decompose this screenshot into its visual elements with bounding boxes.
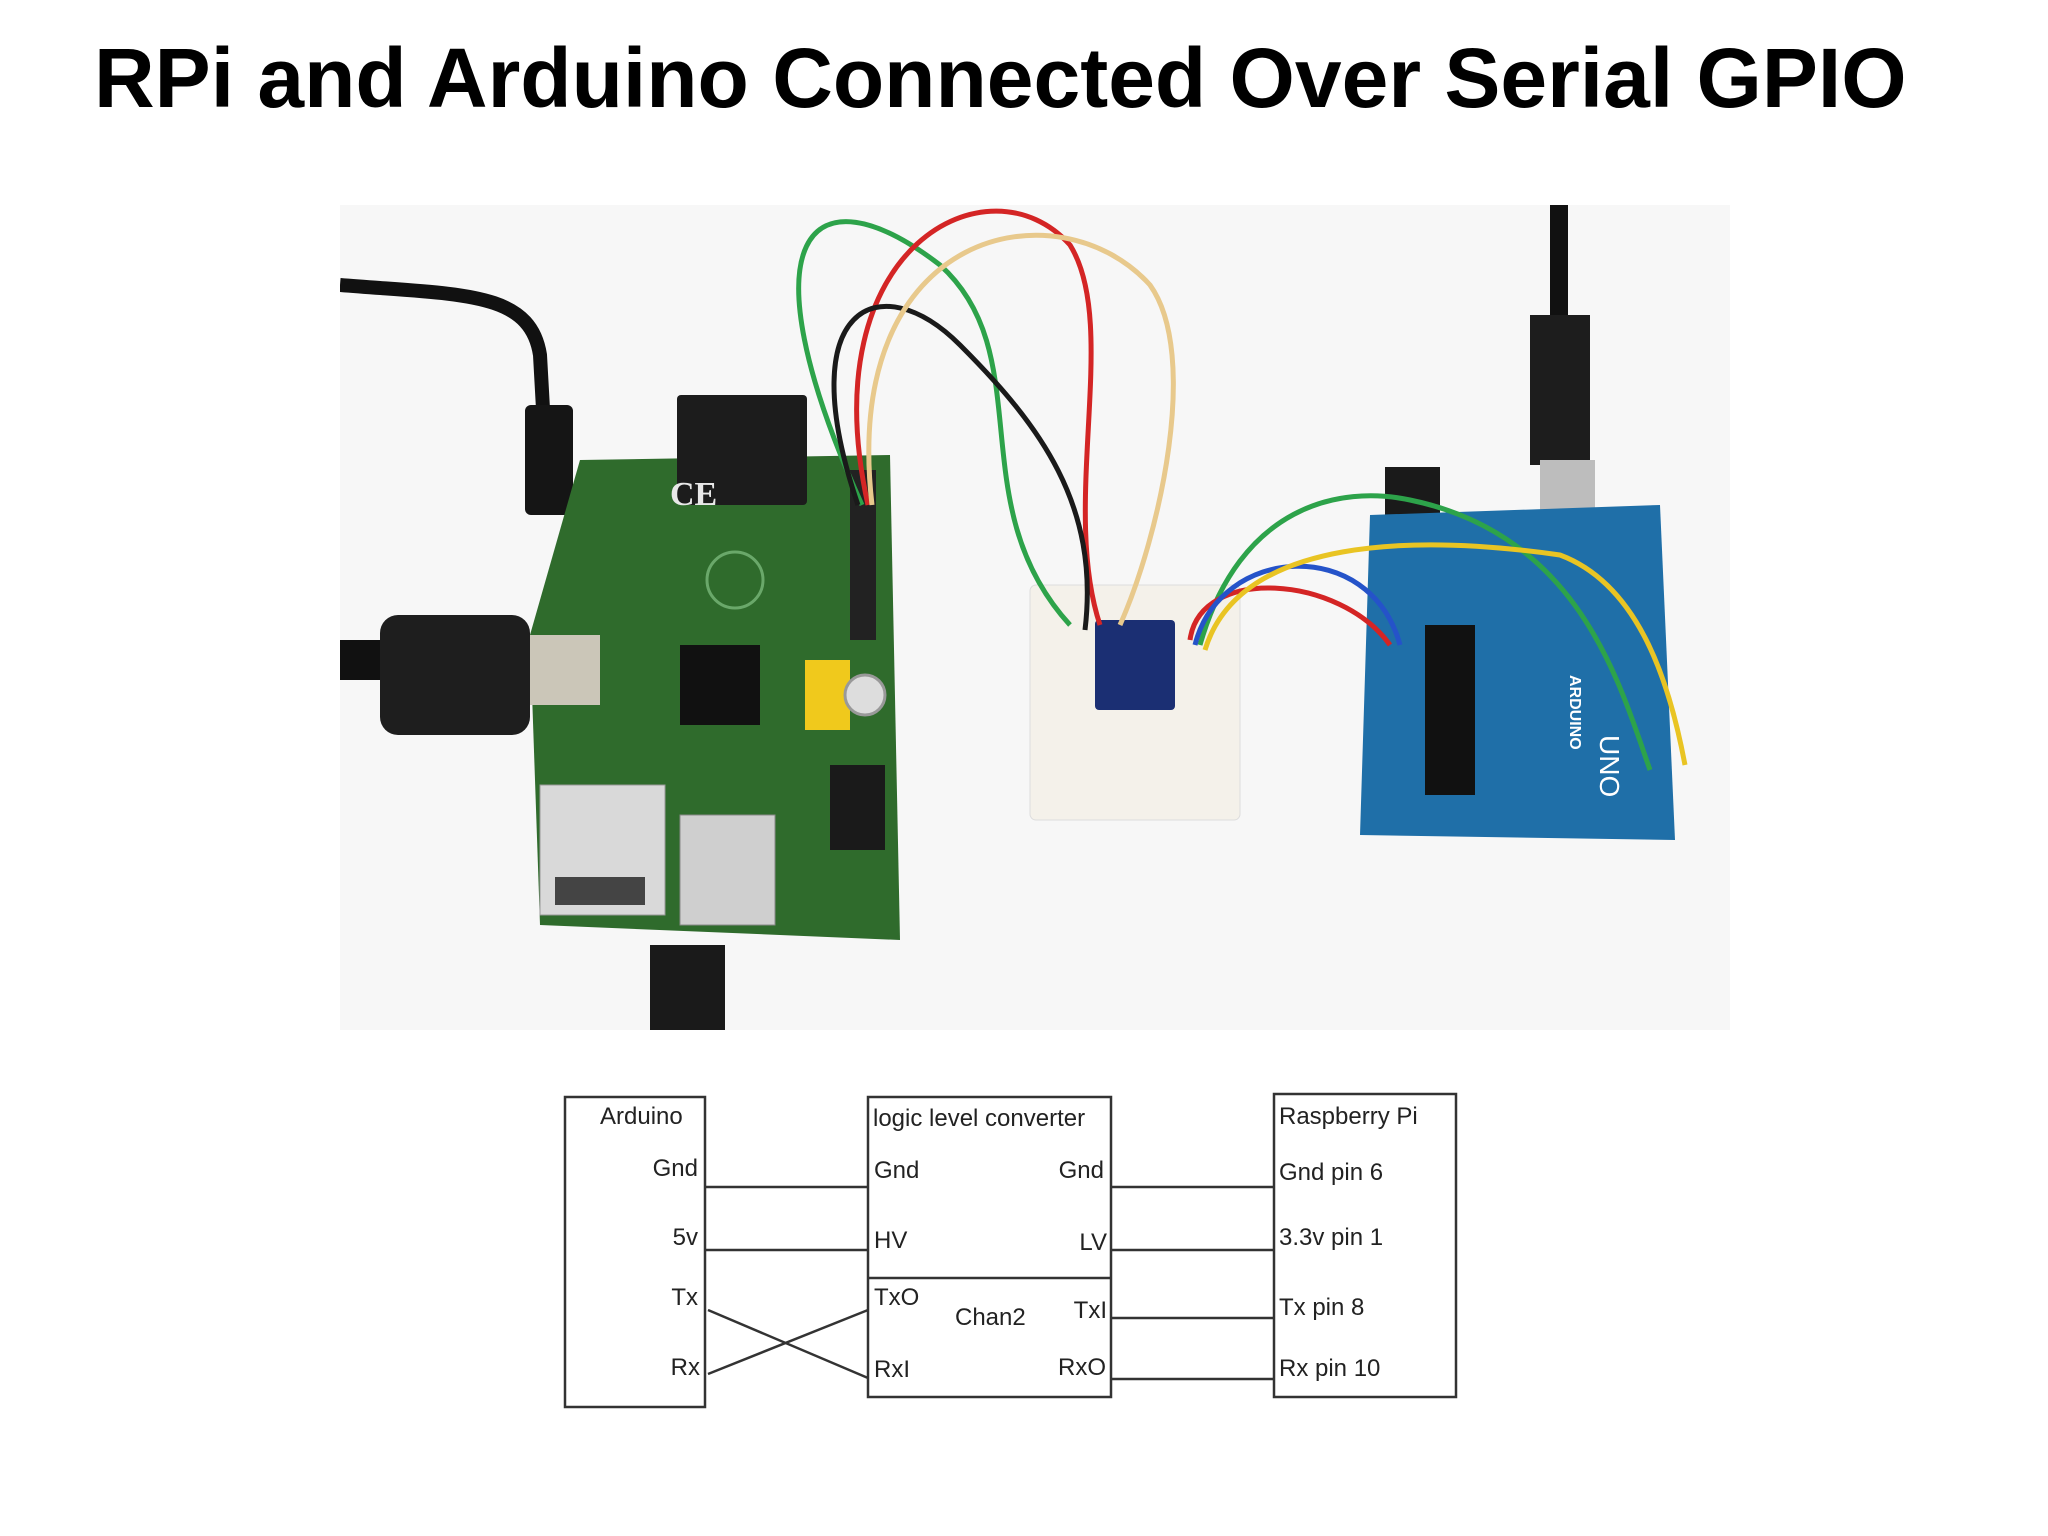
hdmi-port — [520, 635, 600, 705]
hardware-photo: CE ARDUINO UNO — [340, 205, 1730, 1030]
raspberry-pi-box — [1272, 1092, 1458, 1399]
wire-green-rpi — [796, 219, 1072, 627]
converter-right-lv: LV — [1079, 1229, 1107, 1256]
converter-left-gnd: Gnd — [874, 1157, 919, 1184]
wire-tan-rpi — [866, 232, 1176, 627]
usb-b-plug — [1530, 315, 1590, 465]
converter-right-txi: TxI — [1074, 1297, 1107, 1324]
wire-arduino-tx-to-rxi — [707, 1308, 869, 1380]
rpi-pin-rx: Rx pin 10 — [1279, 1355, 1380, 1382]
wire-black-rpi — [831, 303, 1090, 631]
rpi-pin-3v3: 3.3v pin 1 — [1279, 1224, 1383, 1251]
wire-yellow-arduino — [1202, 542, 1688, 766]
slide-title: RPi and Arduino Connected Over Serial GP… — [94, 31, 1907, 125]
rca-jack — [805, 660, 850, 730]
arduino-title: Arduino — [600, 1103, 683, 1130]
wire-green-arduino — [1197, 493, 1653, 771]
arduino-board: ARDUINO UNO — [1360, 205, 1675, 840]
atmega-chip — [1425, 625, 1475, 795]
raspberry-pi-board: CE — [520, 395, 900, 940]
arduino-model: UNO — [1594, 735, 1625, 797]
raspberry-pi-title: Raspberry Pi — [1279, 1103, 1418, 1130]
rpi-pin-tx: Tx pin 8 — [1279, 1294, 1364, 1321]
rpi-pin-gnd: Gnd pin 6 — [1279, 1159, 1383, 1186]
arduino-pin-gnd: Gnd — [653, 1155, 698, 1182]
converter-left-hv: HV — [874, 1227, 907, 1254]
level-converter — [1095, 620, 1175, 710]
converter-left-rxi: RxI — [874, 1356, 910, 1383]
arduino-pin-5v: 5v — [673, 1224, 698, 1251]
arduino-pin-tx: Tx — [671, 1284, 698, 1311]
converter-right-gnd: Gnd — [1059, 1157, 1104, 1184]
converter-box — [866, 1095, 1113, 1399]
converter-right-rxo: RxO — [1058, 1354, 1106, 1381]
raspberry-logo — [705, 550, 765, 610]
hdmi-plug — [380, 615, 530, 735]
soc-chip — [680, 645, 760, 725]
audio-jack — [830, 765, 885, 850]
sd-card — [677, 395, 807, 505]
usb-plug — [650, 945, 725, 1030]
usb-b-cable — [1550, 205, 1568, 320]
usb-port — [679, 814, 776, 926]
converter-left-txo: TxO — [874, 1284, 919, 1311]
wire-red-arduino — [1187, 585, 1393, 647]
arduino-pin-rx: Rx — [671, 1354, 700, 1381]
power-cable — [340, 278, 552, 446]
micro-usb-plug — [525, 405, 573, 515]
rpi-ce-mark: CE — [670, 476, 717, 513]
converter-title: logic level converter — [873, 1105, 1085, 1132]
converter-channel: Chan2 — [955, 1304, 1026, 1331]
arduino-logo: ARDUINO — [1566, 675, 1583, 750]
breadboard — [1029, 584, 1241, 821]
arduino-box — [563, 1095, 707, 1409]
wire-arduino-rx-to-txo — [707, 1308, 869, 1376]
